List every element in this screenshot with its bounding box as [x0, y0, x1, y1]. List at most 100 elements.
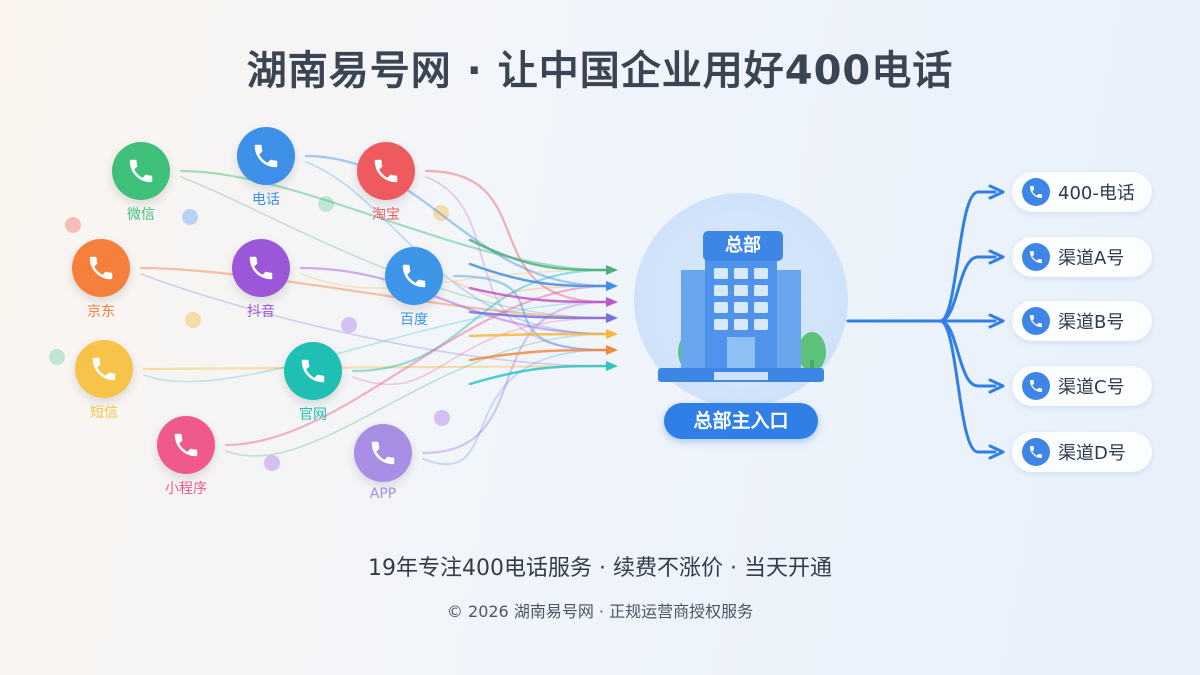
flow-curve	[351, 268, 608, 373]
flow-arrow-line	[468, 364, 608, 386]
decorative-dot	[182, 209, 198, 225]
phone-icon	[86, 253, 116, 283]
flow-curve	[425, 176, 607, 351]
channel-node: 淘宝	[326, 142, 446, 224]
phone-icon	[126, 156, 156, 186]
office-building-icon	[634, 193, 848, 407]
channel-node: 抖音	[201, 239, 321, 321]
phone-icon	[171, 430, 201, 460]
phone-icon	[1022, 438, 1050, 466]
arrow-head	[606, 297, 618, 307]
output-branch	[938, 319, 997, 454]
flow-curve	[142, 364, 608, 371]
output-label: 渠道B号	[1058, 312, 1125, 333]
channel-circle	[284, 342, 342, 400]
hq-label: 总部	[703, 231, 783, 261]
output-pill[interactable]: 渠道A号	[1012, 237, 1152, 277]
output-pill[interactable]: 400-电话	[1012, 172, 1152, 212]
flow-curve	[453, 281, 607, 300]
channel-label: 淘宝	[372, 207, 400, 223]
decorative-dot	[318, 196, 334, 212]
channel-node: 短信	[44, 340, 164, 422]
channel-circle	[357, 142, 415, 200]
phone-icon	[1022, 372, 1050, 400]
channel-node: 京东	[41, 239, 161, 321]
flow-curve	[179, 169, 608, 272]
flow-arrow-line	[468, 348, 608, 362]
flow-curve	[424, 169, 608, 304]
decorative-dot	[434, 410, 450, 426]
flow-curve	[140, 273, 607, 367]
flow-curve	[422, 349, 607, 465]
flow-arrow-line	[468, 332, 608, 338]
decorative-dot	[185, 312, 201, 328]
channel-label: 电话	[252, 192, 280, 208]
output-label: 渠道C号	[1058, 377, 1125, 398]
phone-icon	[1022, 243, 1050, 271]
phone-icon	[371, 156, 401, 186]
output-pill[interactable]: 渠道D号	[1012, 432, 1152, 472]
phone-icon	[89, 354, 119, 384]
channel-node: 电话	[206, 127, 326, 209]
arrow-head	[606, 329, 618, 339]
decorative-dot	[49, 349, 65, 365]
flow-curve	[180, 176, 607, 319]
arrow-head	[606, 345, 618, 355]
channel-circle	[112, 142, 170, 200]
phone-icon	[1022, 178, 1050, 206]
channel-circle	[232, 239, 290, 297]
arrow-head	[988, 249, 1005, 265]
flow-curve	[225, 333, 607, 457]
channel-node: 微信	[81, 142, 201, 224]
arrow-head	[988, 444, 1005, 460]
tagline: 19年专注400电话服务 · 续费不涨价 · 当天开通	[368, 556, 832, 581]
arrow-head	[606, 281, 618, 291]
phone-icon	[298, 356, 328, 386]
decorative-dot	[433, 205, 449, 221]
flow-curve	[143, 301, 607, 383]
phone-icon	[251, 141, 281, 171]
channel-label: APP	[369, 486, 397, 502]
channel-node: APP	[323, 424, 443, 502]
channel-node: 小程序	[126, 416, 246, 498]
output-label: 渠道D号	[1058, 443, 1126, 464]
arrow-head	[988, 313, 1005, 329]
output-pill[interactable]: 渠道C号	[1012, 366, 1152, 406]
output-label: 400-电话	[1058, 183, 1135, 204]
channel-circle	[72, 239, 130, 297]
page-title: 湖南易号网 · 让中国企业用好400电话	[246, 48, 954, 94]
channel-circle	[354, 424, 412, 482]
flow-curve	[304, 154, 608, 288]
phone-icon	[1022, 307, 1050, 335]
flow-curve	[452, 274, 608, 352]
arrow-head	[988, 378, 1005, 394]
decorative-dot	[65, 217, 81, 233]
output-label: 渠道A号	[1058, 248, 1125, 269]
channel-node: 官网	[253, 342, 373, 424]
arrow-head	[606, 313, 618, 323]
output-pill[interactable]: 渠道B号	[1012, 301, 1152, 341]
phone-icon	[368, 438, 398, 468]
channel-label: 抖音	[247, 304, 275, 320]
channel-label: 短信	[90, 405, 118, 421]
flow-arrow-line	[468, 310, 608, 320]
channel-label: 小程序	[165, 481, 207, 497]
channel-label: 微信	[127, 207, 155, 223]
flow-arrow-line	[468, 286, 608, 304]
channel-circle	[237, 127, 295, 185]
decorative-dot	[341, 317, 357, 333]
flow-curve	[352, 317, 607, 386]
channel-label: 官网	[299, 407, 327, 423]
decorative-dot	[264, 455, 280, 471]
phone-icon	[246, 253, 276, 283]
copyright: © 2026 湖南易号网 · 正规运营商授权服务	[446, 602, 754, 621]
hq-entry-button[interactable]: 总部主入口	[664, 403, 818, 439]
flow-arrow-line	[468, 238, 608, 272]
channel-label: 百度	[400, 312, 428, 328]
channel-circle	[75, 340, 133, 398]
arrow-head	[606, 265, 618, 275]
output-branch	[938, 190, 997, 323]
flow-arrow-line	[468, 262, 608, 288]
